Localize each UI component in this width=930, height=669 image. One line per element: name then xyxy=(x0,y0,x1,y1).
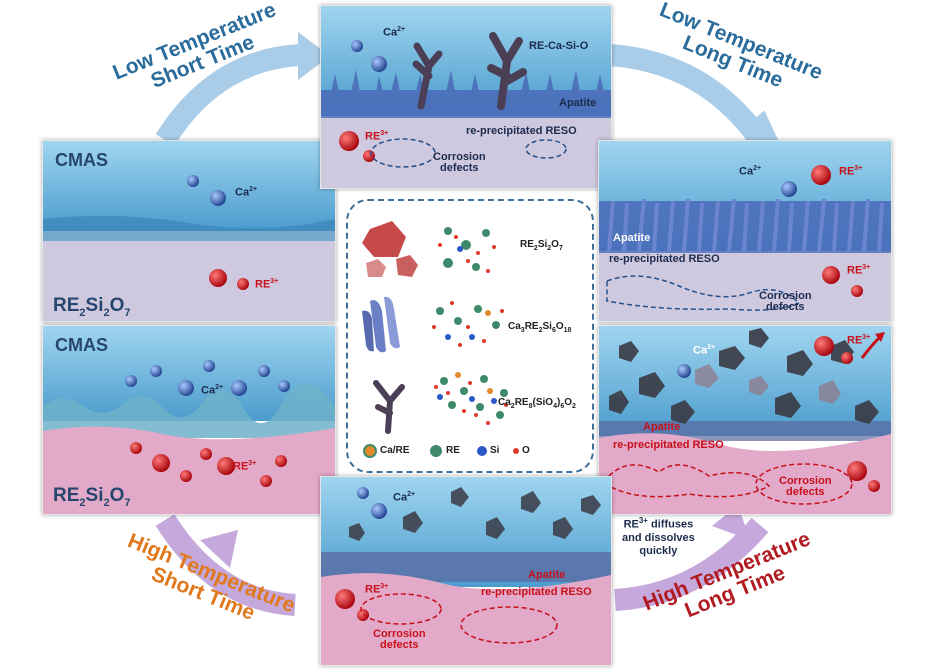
panel-initial-low: CMAS Ca2+ RE3+ RE2Si2O7 xyxy=(42,140,336,322)
legend-si-dot xyxy=(477,446,487,456)
substrate-label-2: RE2Si2O7 xyxy=(53,485,131,509)
re-ion-label-2: RE3+ xyxy=(233,460,257,473)
diffusion-note-line2: and dissolves xyxy=(622,531,695,544)
phase1-formula: RE2Si2O7 xyxy=(520,239,563,252)
panel-initial-high-art xyxy=(43,326,335,514)
arrow-low-short-head xyxy=(298,32,330,80)
panel-low-long-art xyxy=(599,141,891,321)
ca-label-top: Ca2+ xyxy=(383,26,406,39)
apatite-label-bottom: Apatite xyxy=(528,569,566,581)
legend-si: Si xyxy=(490,445,500,456)
panel-high-short-art xyxy=(321,477,611,665)
arrow-low-long xyxy=(609,44,769,147)
ca-label-bottom: Ca2+ xyxy=(393,491,416,504)
ca-label-rt: Ca2+ xyxy=(739,165,762,178)
re-label-top: RE3+ xyxy=(365,130,389,143)
re2-label-rt: RE3+ xyxy=(847,264,871,277)
ca-label-rb: Ca2+ xyxy=(693,344,716,357)
legend-o: O xyxy=(522,445,530,456)
arrow-high-short xyxy=(155,514,296,616)
ca-ion-label-2: Ca2+ xyxy=(201,384,224,397)
phase-legend-art xyxy=(362,221,519,458)
re-ion-label: RE3+ xyxy=(255,278,279,291)
legend-o-dot xyxy=(513,448,519,454)
apatite-label-rt: Apatite xyxy=(613,232,651,244)
recaso-label: RE-Ca-Si-O xyxy=(529,40,589,52)
re-label-rb: RE3+ xyxy=(847,334,871,347)
apatite-label-rb: Apatite xyxy=(643,421,681,433)
diffusion-note-line3: quickly xyxy=(639,545,678,558)
phase2-formula: Ca3RE2Si6O18 xyxy=(508,321,572,334)
re-label-rt: RE3+ xyxy=(839,165,863,178)
reprecip-label-rb: re-precipitated RESO xyxy=(613,439,724,451)
panel-initial-low-art xyxy=(43,141,335,321)
legend-ca-re-dot xyxy=(363,444,377,458)
panel-initial-high: CMAS Ca2+ RE3+ RE2Si2O7 xyxy=(42,325,336,515)
phase-legend-box: RE2Si2O7 Ca3RE2Si6O18 Ca2RE8(SiO4)6O2 Ca… xyxy=(346,199,594,473)
ca-ion-label: Ca2+ xyxy=(235,186,258,199)
substrate-label: RE2Si2O7 xyxy=(53,295,131,319)
reprecip-label-rt: re-precipitated RESO xyxy=(609,253,720,265)
arrow-high-short-head xyxy=(200,530,238,568)
phase3-formula: Ca2RE8(SiO4)6O2 xyxy=(498,397,576,410)
panel-low-long: Ca2+ RE3+ Apatite re-precipitated RESO R… xyxy=(598,140,892,322)
apatite-label-top: Apatite xyxy=(559,97,597,109)
panel-high-long: Ca2+ RE3+ Apatite re-precipitated RESO C… xyxy=(598,325,892,515)
panel-high-short: Ca2+ Apatite RE3+ re-precipitated RESO C… xyxy=(320,476,612,666)
cmas-label: CMAS xyxy=(55,150,108,170)
legend-ca-re: Ca/RE xyxy=(380,445,410,456)
reprecip-label-top: re-precipitated RESO xyxy=(466,125,577,137)
panel-low-short: Ca2+ RE-Ca-Si-O Apatite RE3+ re-precipit… xyxy=(320,5,612,189)
cmas-label-2: CMAS xyxy=(55,335,108,355)
legend-re: RE xyxy=(446,445,460,456)
re-label-bottom: RE3+ xyxy=(365,583,389,596)
panel-high-long-art xyxy=(599,326,891,514)
arrow-high-long xyxy=(614,517,769,611)
arrow-low-short xyxy=(155,44,301,146)
reprecip-label-bottom: re-precipitated RESO xyxy=(481,586,592,598)
panel-low-short-art xyxy=(321,6,611,188)
diffusion-note: RE3+ diffuses and dissolves quickly xyxy=(622,516,695,558)
legend-re-dot xyxy=(430,445,442,457)
